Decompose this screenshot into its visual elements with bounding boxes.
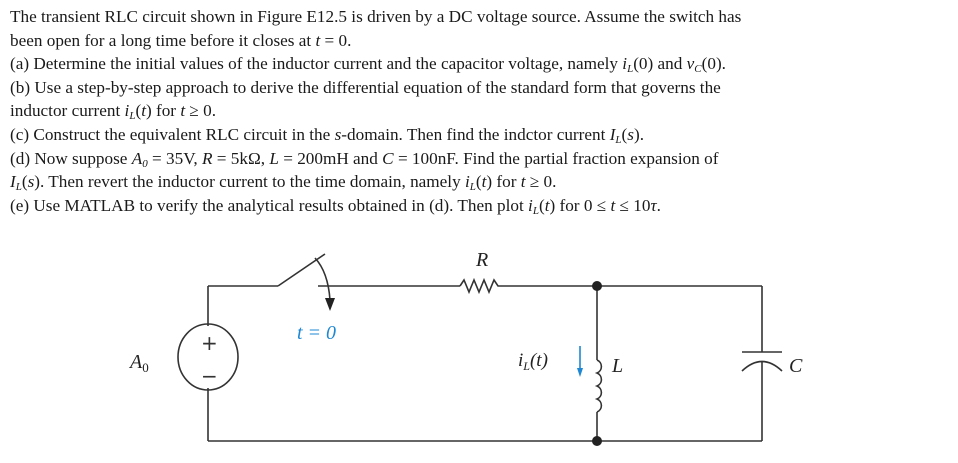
switch-arrowhead-icon bbox=[325, 298, 335, 311]
problem-line: inductor current iL(t) for t ≥ 0. bbox=[10, 99, 955, 123]
text-segment: t bbox=[481, 172, 487, 192]
source-plus: + bbox=[201, 331, 218, 355]
resistor-label: R bbox=[475, 249, 488, 271]
voltage-source bbox=[177, 323, 239, 391]
text-segment: C bbox=[694, 63, 702, 76]
text-segment: s bbox=[627, 124, 634, 144]
text-segment: ( bbox=[475, 172, 482, 192]
problem-statement: The transient RLC circuit shown in Figur… bbox=[10, 5, 955, 217]
source-label: A0 bbox=[128, 351, 149, 375]
text-segment: ≥ 0. bbox=[185, 101, 217, 121]
text-segment: L bbox=[469, 181, 476, 194]
text-segment: ( bbox=[538, 195, 545, 215]
text-segment: = 5kΩ, bbox=[212, 148, 270, 168]
problem-line: (a) Determine the initial values of the … bbox=[10, 52, 955, 76]
text-segment: ) for 0 ≤ bbox=[549, 195, 611, 215]
problem-line: (c) Construct the equivalent RLC circuit… bbox=[10, 123, 955, 147]
text-segment: ). bbox=[633, 124, 645, 144]
resistor bbox=[459, 277, 508, 295]
text-segment: ( bbox=[621, 124, 628, 144]
text-segment: (0) and bbox=[633, 54, 687, 74]
text-segment: t bbox=[141, 101, 146, 121]
text-segment: v bbox=[686, 54, 695, 74]
text-segment: C bbox=[382, 148, 394, 168]
text-segment: ) for bbox=[145, 101, 181, 121]
text-segment: s bbox=[334, 124, 342, 144]
inductor-current-label: iL(t) bbox=[518, 350, 548, 373]
text-segment: inductor current bbox=[10, 101, 125, 121]
text-segment: 0 bbox=[142, 157, 148, 170]
text-segment: t bbox=[180, 101, 186, 121]
text-segment: ≤ 10 bbox=[615, 195, 651, 215]
capacitor-label: C bbox=[789, 355, 803, 377]
text-segment: ( bbox=[135, 101, 142, 121]
text-segment: A bbox=[131, 148, 143, 168]
text-segment: (b) Use a step-by-step approach to deriv… bbox=[10, 77, 721, 97]
text-segment: (a) Determine the initial values of the … bbox=[10, 54, 623, 74]
text-segment: L bbox=[615, 133, 622, 146]
text-segment: L bbox=[269, 148, 279, 168]
current-arrowhead-icon bbox=[577, 368, 583, 377]
text-segment: t bbox=[315, 30, 321, 50]
text-segment: = 0. bbox=[320, 30, 352, 50]
switch-blade bbox=[277, 253, 326, 287]
text-segment: (d) Now suppose bbox=[10, 148, 132, 168]
text-segment: L bbox=[129, 110, 136, 123]
text-segment: τ bbox=[650, 195, 657, 215]
switch-label: t = 0 bbox=[297, 322, 336, 344]
text-segment: s bbox=[27, 172, 35, 192]
text-segment: R bbox=[202, 148, 213, 168]
text-segment: The transient RLC circuit shown in Figur… bbox=[10, 7, 742, 26]
text-segment: = 35V, bbox=[147, 148, 202, 168]
text-segment: i bbox=[124, 101, 130, 121]
text-segment: t bbox=[544, 195, 550, 215]
text-segment: ). Then revert the inductor current to t… bbox=[34, 172, 465, 192]
text-segment: ) for bbox=[486, 172, 521, 192]
source-minus: − bbox=[201, 364, 218, 388]
problem-line: (d) Now suppose A0 = 35V, R = 5kΩ, L = 2… bbox=[10, 147, 955, 171]
problem-line: (e) Use MATLAB to verify the analytical … bbox=[10, 194, 955, 218]
text-segment: L bbox=[15, 181, 22, 194]
text-segment: i bbox=[622, 54, 628, 74]
problem-line: been open for a long time before it clos… bbox=[10, 29, 955, 53]
text-segment: . bbox=[656, 195, 661, 215]
text-segment: t bbox=[610, 195, 616, 215]
node-bottom bbox=[592, 436, 602, 446]
inductor-label: L bbox=[611, 355, 623, 377]
node-top bbox=[592, 281, 602, 291]
text-segment: (0). bbox=[701, 54, 726, 74]
text-segment: L bbox=[627, 63, 634, 76]
inductor-coil bbox=[594, 359, 603, 413]
text-segment: I bbox=[609, 124, 616, 144]
text-segment: i bbox=[464, 172, 470, 192]
problem-line: IL(s). Then revert the inductor current … bbox=[10, 170, 955, 194]
text-segment: = 100nF. Find the partial fraction expan… bbox=[393, 148, 719, 168]
problem-line: The transient RLC circuit shown in Figur… bbox=[10, 5, 955, 29]
text-segment: i bbox=[528, 195, 533, 215]
text-segment: (e) Use MATLAB to verify the analytical … bbox=[10, 195, 529, 215]
problem-line: (b) Use a step-by-step approach to deriv… bbox=[10, 76, 955, 100]
text-segment: L bbox=[532, 204, 539, 217]
text-segment: t bbox=[520, 172, 526, 192]
text-segment: ≥ 0. bbox=[525, 172, 557, 192]
text-segment: I bbox=[10, 172, 16, 192]
text-segment: ( bbox=[21, 172, 28, 192]
switch-arrow bbox=[314, 257, 331, 301]
text-segment: (c) Construct the equivalent RLC circuit… bbox=[10, 124, 335, 144]
text-segment: been open for a long time before it clos… bbox=[10, 30, 316, 50]
text-segment: = 200mH and bbox=[278, 148, 383, 168]
text-segment: -domain. Then find the indctor current bbox=[341, 124, 610, 144]
